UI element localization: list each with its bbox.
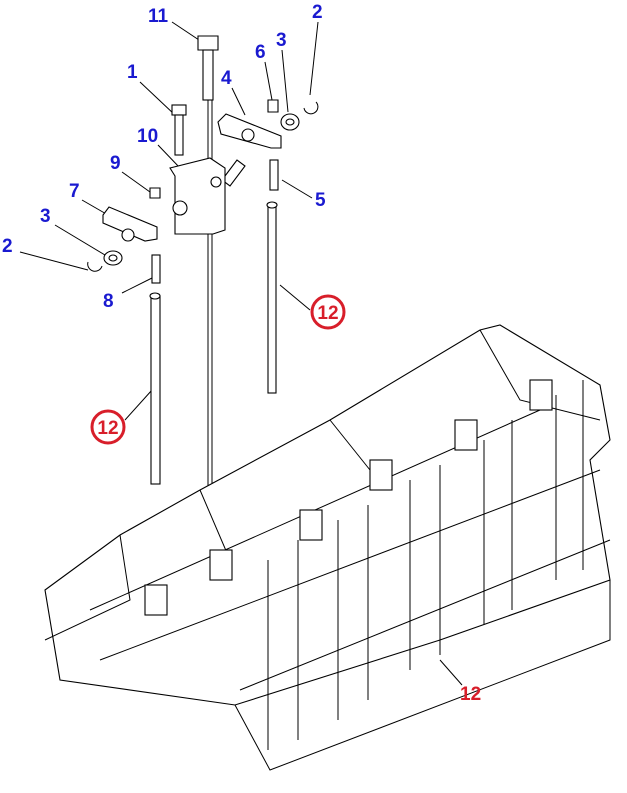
callout-2: 2	[312, 2, 323, 23]
snap-ring-2b	[87, 261, 103, 272]
callout-7: 7	[69, 181, 80, 202]
callout-11: 11	[148, 6, 169, 27]
push-rods-installed	[267, 380, 584, 750]
callout-9: 9	[110, 153, 121, 174]
rocker-arm-7	[102, 206, 158, 242]
callout-12-bottom: 12	[460, 684, 481, 705]
nut-6	[267, 99, 279, 113]
callout-6: 6	[255, 42, 266, 63]
rocker-bracket-10	[169, 157, 226, 235]
callout-12-circled-left: 12	[97, 418, 118, 439]
callout-labels: 11 2 3 6 1 4 10 9 5 7 3 2 8	[2, 2, 326, 312]
nut-9	[149, 187, 161, 199]
washer-3	[280, 113, 300, 131]
cylinder-head	[44, 324, 611, 771]
bolt-1	[171, 104, 187, 156]
valve-springs	[144, 379, 553, 616]
rocker-arm-4	[217, 113, 282, 187]
callout-2b: 2	[2, 236, 13, 257]
callout-3b: 3	[40, 206, 51, 227]
leader-lines	[19, 21, 463, 686]
callout-8: 8	[103, 291, 114, 312]
highlighted-callouts: 12 12 12	[90, 294, 481, 705]
callout-1: 1	[127, 62, 138, 83]
push-rod-left	[149, 292, 161, 485]
snap-ring-2	[303, 101, 319, 115]
adjust-screw-5	[269, 159, 279, 191]
callout-12-circled-right: 12	[317, 303, 338, 324]
callout-5: 5	[315, 190, 326, 211]
callout-3: 3	[276, 30, 287, 51]
washer-3b	[103, 250, 123, 266]
push-rod-right	[266, 201, 278, 394]
callout-10: 10	[137, 126, 158, 147]
adjust-screw-8	[151, 254, 161, 284]
callout-4: 4	[221, 68, 232, 89]
